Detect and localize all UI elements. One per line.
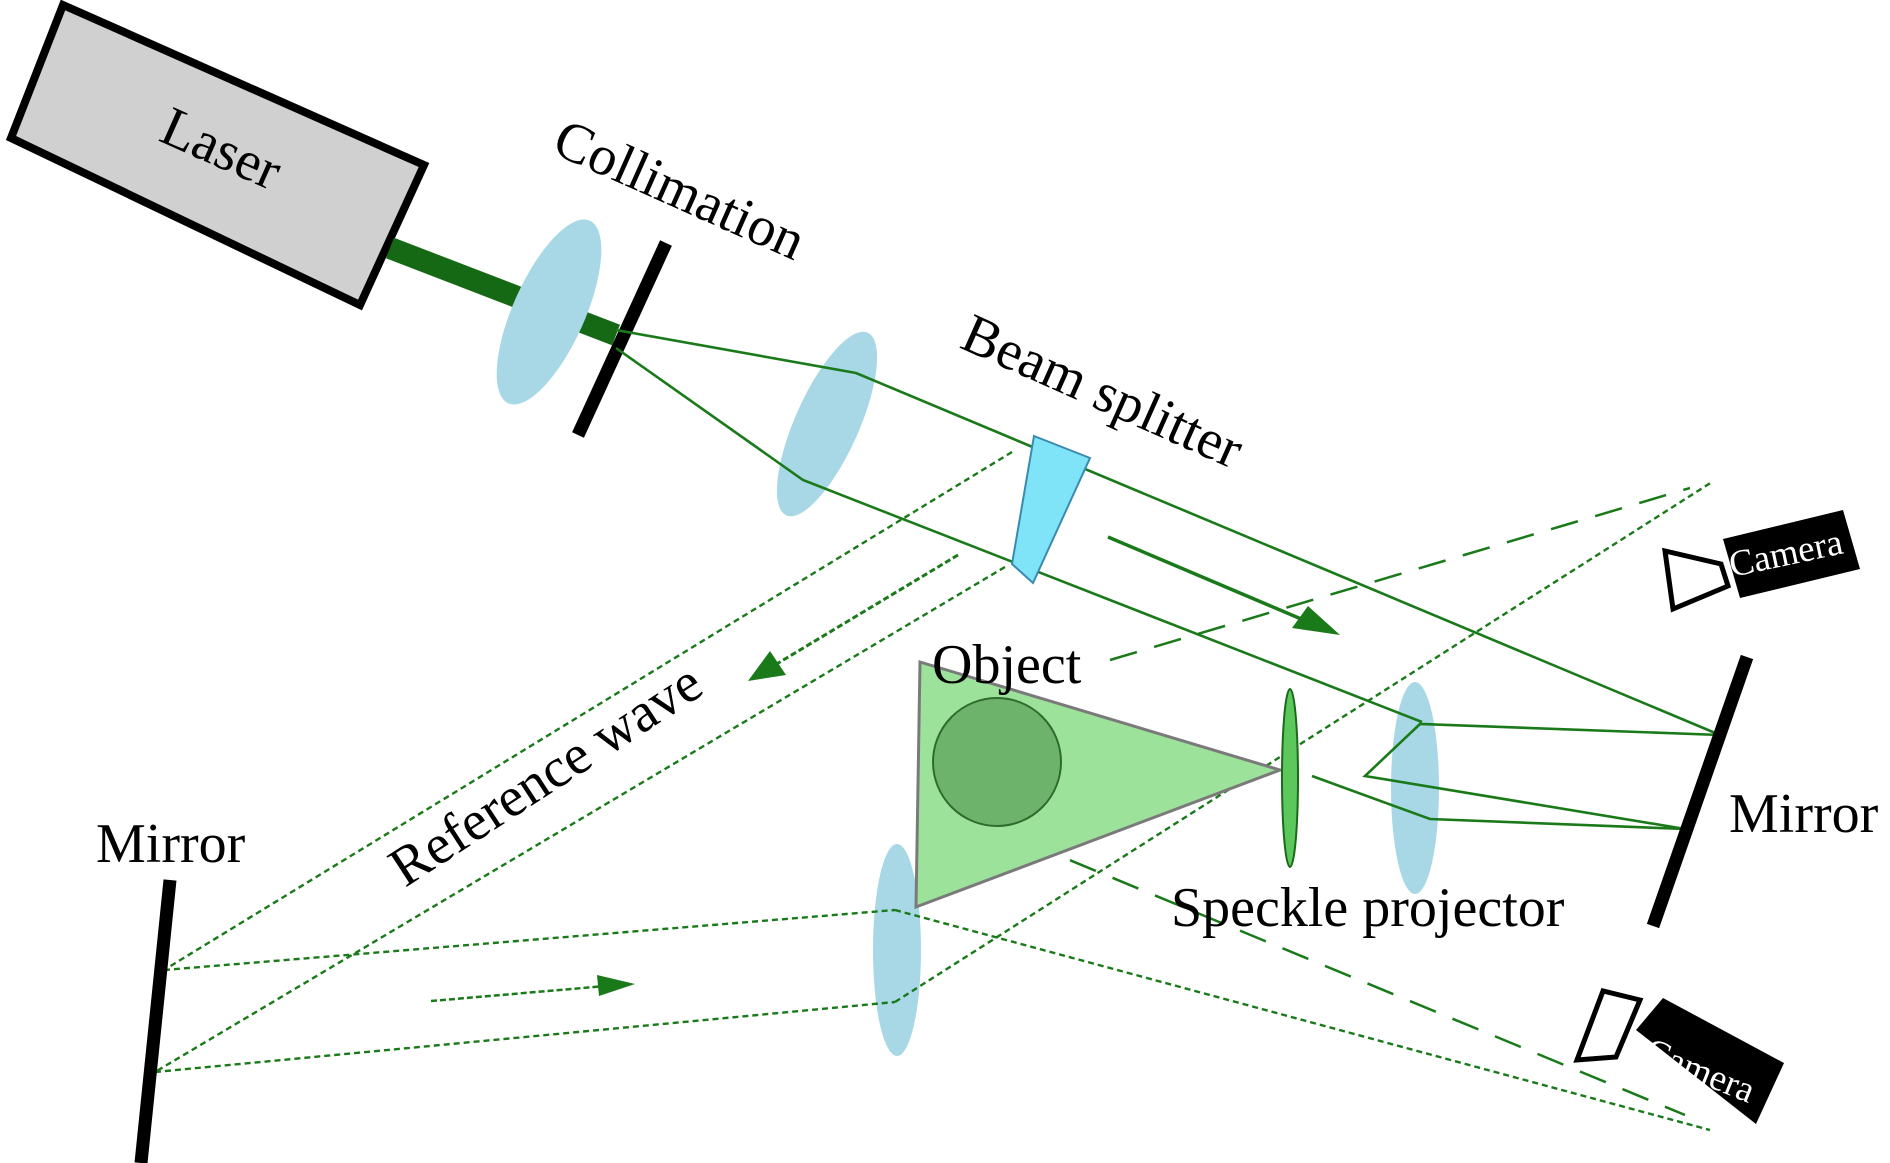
beam-direction-arrow [1107,535,1340,635]
speckle-projector-lens [1281,688,1299,868]
camera-bottom-lens [1573,988,1644,1063]
object-label: Object [932,634,1082,696]
camera-bottom: Camera [1573,988,1784,1124]
collimation-aperture [572,240,672,438]
reference-wave-arrow [748,553,959,681]
beam-splitter [1010,434,1092,585]
collimation-lens [496,219,602,405]
camera-top-body [1723,510,1860,598]
mirror-left: Mirror [96,813,246,1163]
reference-wave-label: Reference wave [378,651,713,899]
lower-lens [873,844,921,1056]
object: Object [914,634,1285,910]
reference-wave-paths [154,450,1713,1132]
laser-body [5,0,430,311]
camera-view-lines [984,486,1691,1117]
lower-direction-arrow [430,975,635,1003]
beam-upper-path [615,328,1721,831]
beam-splitter-label: Beam splitter [953,302,1253,481]
mirror-right: Mirror [1646,654,1879,929]
camera-top: Camera [1662,510,1860,613]
second-lens [776,331,878,517]
speckle-projector: Speckle projector [1171,688,1565,939]
speckle-projector-label: Speckle projector [1171,877,1565,939]
object-sphere [932,697,1062,827]
solid-beam-paths [615,328,1721,831]
camera-top-lens [1662,547,1732,613]
mirror-right-label: Mirror [1729,783,1879,845]
right-lens [1391,682,1439,894]
mirror-left-label: Mirror [96,813,246,875]
laser: Laser [5,0,430,311]
camera-bottom-body [1636,998,1784,1124]
beam-lower-path [615,346,1423,724]
